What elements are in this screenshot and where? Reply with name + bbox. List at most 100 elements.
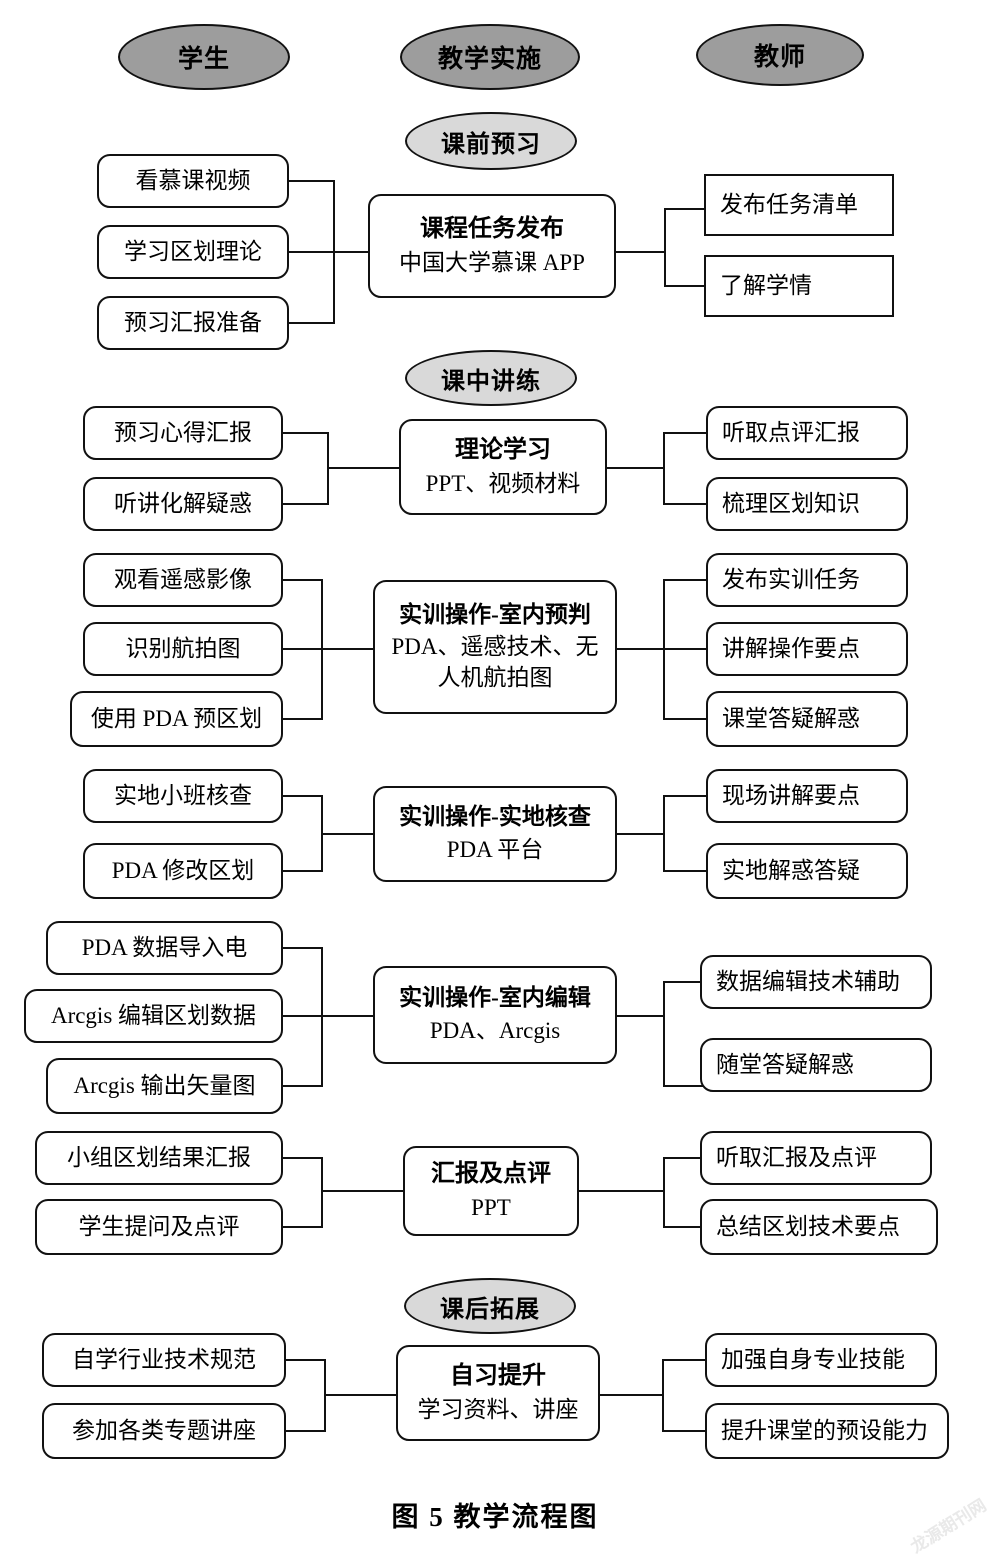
student-task-box: 使用 PDA 预区划: [70, 691, 283, 747]
student-task-label: 观看遥感影像: [114, 566, 252, 592]
connector-line: [663, 648, 708, 650]
student-task-box: 看慕课视频: [97, 154, 289, 208]
connector-line: [617, 1015, 665, 1017]
connector-line: [289, 180, 335, 182]
connector-line: [617, 833, 665, 835]
connector-line: [289, 322, 335, 324]
teacher-task-box: 数据编辑技术辅助: [700, 955, 932, 1009]
connector-line: [662, 1430, 707, 1432]
teacher-task-label: 听取汇报及点评: [716, 1144, 877, 1170]
teacher-task-label: 随堂答疑解惑: [716, 1051, 854, 1077]
student-task-box: 实地小班核查: [83, 769, 283, 823]
teacher-task-label: 实地解惑答疑: [722, 857, 860, 883]
teacher-task-box: 课堂答疑解惑: [706, 691, 908, 747]
connector-line: [286, 1359, 326, 1361]
teacher-task-label: 了解学情: [720, 272, 812, 298]
connector-line: [321, 1157, 323, 1228]
center-process-subtitle: PDA、遥感技术、无: [391, 633, 599, 659]
teacher-task-label: 听取点评汇报: [722, 419, 860, 445]
connector-line: [321, 833, 376, 835]
stage-label-pre-class-text: 课前预习: [441, 131, 541, 158]
teacher-task-box: 讲解操作要点: [706, 622, 908, 676]
teacher-task-box: 发布任务清单: [704, 174, 894, 236]
connector-line: [321, 1015, 376, 1017]
connector-line: [327, 467, 402, 469]
student-task-label: Arcgis 输出矢量图: [73, 1072, 256, 1098]
connector-line: [663, 1157, 665, 1228]
connector-line: [616, 251, 666, 253]
center-process-title: 实训操作-室内编辑: [399, 985, 591, 1011]
teacher-task-box: 提升课堂的预设能力: [705, 1403, 949, 1459]
center-process-subtitle: PPT: [471, 1194, 511, 1220]
connector-line: [283, 503, 329, 505]
center-process-subtitle: 学习资料、讲座: [417, 1396, 579, 1422]
center-process-box: 汇报及点评 PPT: [403, 1146, 579, 1236]
student-task-label: Arcgis 编辑区划数据: [50, 1002, 257, 1028]
student-task-label: 学习区划理论: [124, 238, 262, 264]
connector-line: [617, 648, 665, 650]
center-process-subtitle: 中国大学慕课 APP: [399, 249, 585, 275]
student-task-label: 使用 PDA 预区划: [90, 705, 263, 731]
connector-line: [664, 208, 666, 286]
connector-line: [283, 870, 323, 872]
connector-line: [579, 1190, 665, 1192]
stage-label-in-class-text: 课中讲练: [441, 368, 541, 395]
center-process-title: 汇报及点评: [431, 1160, 551, 1187]
column-header-teacher-label: 教师: [753, 44, 806, 71]
teacher-task-box: 现场讲解要点: [706, 769, 908, 823]
center-process-box: 实训操作-室内编辑 PDA、Arcgis: [373, 966, 617, 1064]
figure-caption: 图 5 教学流程图: [391, 1502, 599, 1532]
teacher-task-label: 发布实训任务: [722, 566, 860, 592]
student-task-label: PDA 数据导入电: [81, 934, 248, 960]
connector-line: [283, 1085, 323, 1087]
connector-line: [283, 648, 323, 650]
connector-line: [663, 503, 708, 505]
center-process-subtitle: PPT、视频材料: [425, 470, 581, 496]
connector-line: [283, 947, 323, 949]
student-task-box: 参加各类专题讲座: [42, 1403, 286, 1459]
center-process-subtitle: PDA、Arcgis: [429, 1018, 561, 1043]
center-process-subtitle: PDA 平台: [446, 837, 544, 862]
connector-line: [283, 1015, 323, 1017]
connector-line: [321, 648, 376, 650]
column-header-student-label: 学生: [177, 46, 230, 73]
connector-line: [662, 1359, 664, 1432]
connector-line: [664, 285, 706, 287]
connector-line: [333, 251, 383, 253]
teacher-task-box: 加强自身专业技能: [705, 1333, 937, 1387]
student-task-box: 观看遥感影像: [83, 553, 283, 607]
stage-label-post-class-text: 课后拓展: [440, 1296, 540, 1323]
student-task-box: 预习汇报准备: [97, 296, 289, 350]
connector-line: [663, 981, 665, 1085]
teacher-task-box: 听取点评汇报: [706, 406, 908, 460]
teacher-task-label: 课堂答疑解惑: [722, 705, 860, 731]
connector-line: [663, 432, 708, 434]
connector-line: [286, 1430, 326, 1432]
connector-line: [324, 1394, 399, 1396]
student-task-label: 预习汇报准备: [124, 309, 262, 335]
connector-line: [663, 1085, 708, 1087]
student-task-label: 预习心得汇报: [114, 419, 252, 445]
student-task-label: 识别航拍图: [125, 635, 241, 661]
connector-line: [663, 1157, 708, 1159]
connector-line: [283, 579, 323, 581]
connector-line: [664, 208, 706, 210]
connector-line: [663, 1226, 708, 1228]
student-task-box: 听讲化解疑惑: [83, 477, 283, 531]
student-task-box: 自学行业技术规范: [42, 1333, 286, 1387]
connector-line: [283, 718, 323, 720]
connector-line: [663, 718, 708, 720]
connector-line: [283, 1226, 323, 1228]
connector-line: [663, 579, 708, 581]
center-process-box: 理论学习 PPT、视频材料: [399, 419, 607, 515]
teacher-task-label: 总结区划技术要点: [716, 1213, 900, 1239]
center-process-title: 实训操作-室内预判: [399, 601, 591, 627]
center-process-title: 理论学习: [455, 436, 551, 463]
connector-line: [607, 467, 665, 469]
teacher-task-label: 梳理区划知识: [722, 490, 860, 516]
student-task-box: PDA 修改区划: [83, 843, 283, 899]
student-task-label: 参加各类专题讲座: [72, 1417, 256, 1443]
center-process-title: 自习提升: [450, 1362, 546, 1389]
student-task-label: 自学行业技术规范: [72, 1346, 256, 1372]
